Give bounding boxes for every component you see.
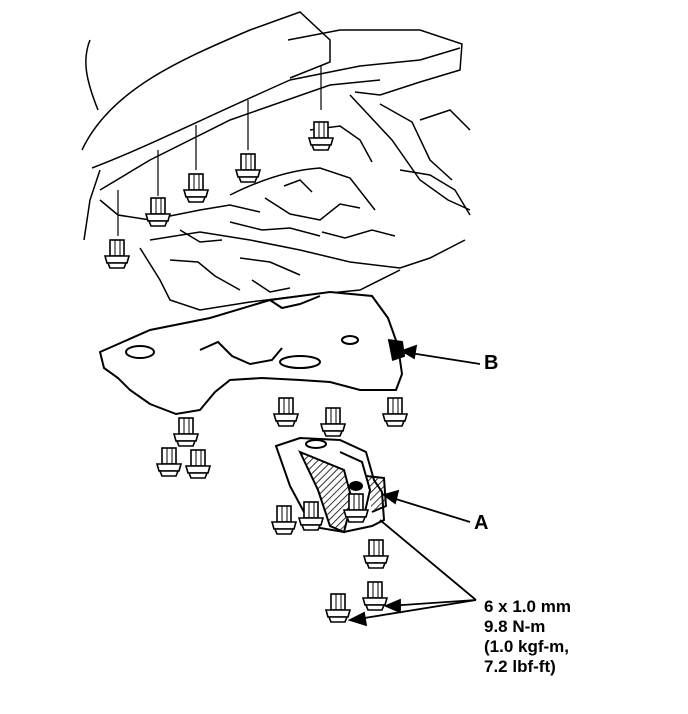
torque-spec-nm: 9.8 N-m (484, 617, 546, 636)
torque-spec-size: 6 x 1.0 mm (484, 597, 571, 616)
bracket-a (274, 436, 388, 534)
splash-shield-b (98, 290, 406, 416)
callout-label-b: B (484, 352, 499, 374)
torque-spec: 6 x 1.0 mm 9.8 N-m (1.0 kgf-m, 7.2 lbf-f… (484, 597, 571, 677)
leader-lines (347, 344, 481, 627)
torque-spec-lbfft: 7.2 lbf-ft) (484, 657, 556, 676)
upper-bolts (104, 66, 334, 269)
callout-label-a: A (474, 512, 489, 534)
torque-spec-kgfm: (1.0 kgf-m, (484, 637, 570, 656)
vehicle-frame (81, 11, 471, 311)
